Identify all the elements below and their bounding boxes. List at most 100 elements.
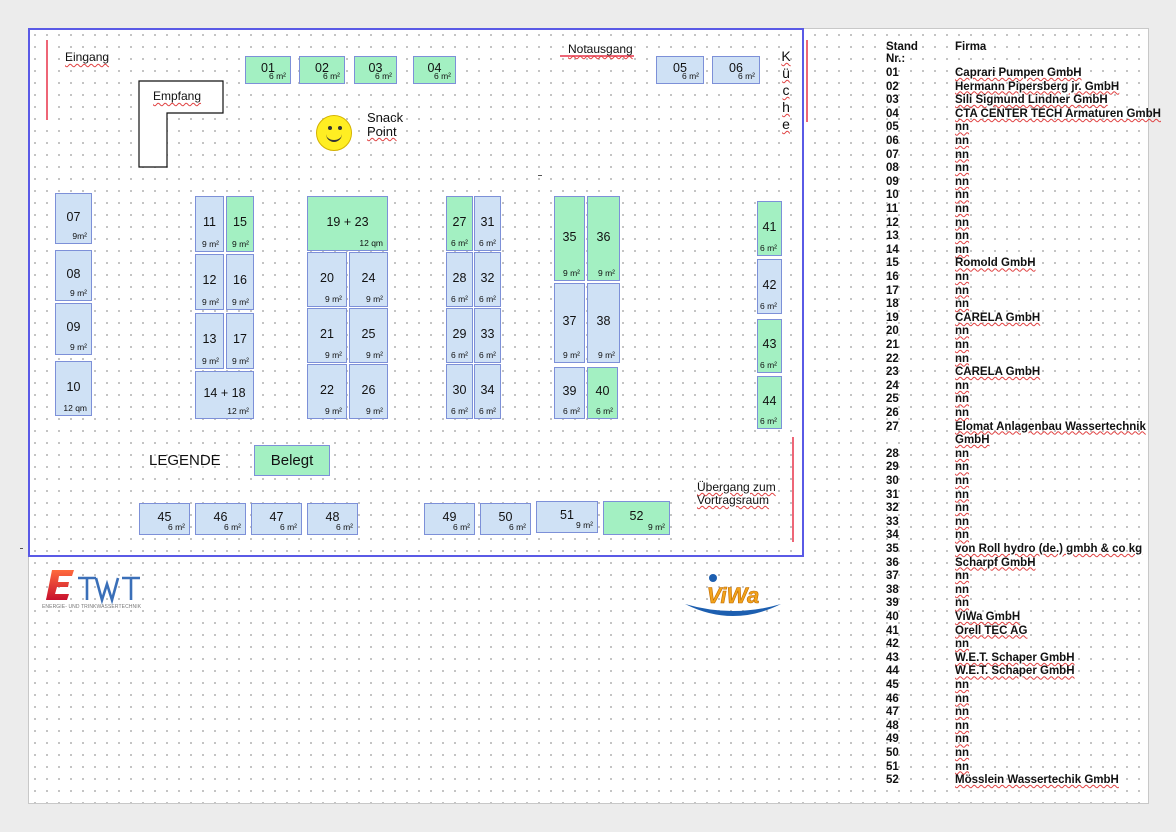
list-stand-number: 34 [886, 529, 899, 542]
list-company-name: nn [955, 203, 970, 215]
stand-number: 05 [673, 61, 687, 75]
stand-number: 47 [269, 510, 284, 524]
stand-number: 31 [480, 214, 495, 229]
stand-size: 6 m² [269, 71, 286, 81]
stand-number: 43 [762, 337, 777, 351]
etwt-logo-mark [46, 570, 140, 605]
stand-number: 24 [361, 270, 376, 285]
list-company-name: nn [955, 461, 970, 474]
list-company-name: nn [955, 148, 970, 161]
stand-size: 6 m² [323, 71, 340, 81]
stand-size: 6 m² [563, 406, 580, 416]
stray-mark [538, 175, 542, 176]
stand-number: 10 [66, 379, 81, 394]
stand-number: 30 [452, 382, 467, 397]
stand-number: 40 [595, 384, 610, 398]
stand-size: 9 m² [325, 406, 342, 416]
list-company-name: Hermann Pipersberg jr. GmbH [955, 80, 1120, 93]
stand-number: 50 [498, 510, 513, 524]
stand-number: 01 [261, 61, 275, 75]
kitchen-marker [806, 40, 808, 122]
stand-size: 9 m² [202, 297, 219, 307]
list-company-name: nn [955, 243, 970, 256]
list-stand-number: 26 [886, 407, 899, 419]
list-stand-number: 07 [886, 148, 899, 161]
list-stand-number: 33 [886, 515, 899, 528]
stand-size: 6 m² [479, 294, 496, 304]
stand-size: 9 m² [598, 350, 615, 360]
stand-size: 9 m² [325, 350, 342, 360]
list-company-name: nn [955, 162, 970, 175]
stand-size: 6 m² [479, 406, 496, 416]
stand-size: 9 m² [563, 350, 580, 360]
list-company-name: CARELA GmbH [955, 366, 1041, 379]
list-stand-number: 04 [886, 107, 899, 120]
list-stand-number: 02 [886, 80, 899, 93]
stand-number: 32 [480, 270, 495, 285]
list-stand-number: 03 [886, 94, 899, 107]
stand-number: 06 [729, 61, 743, 75]
stand-size: 6 m² [760, 416, 777, 426]
list-company-name: nn [955, 570, 970, 583]
list-stand-number: 49 [886, 733, 899, 746]
list-company-name: W.E.T. Schaper GmbH [955, 665, 1075, 678]
viwa-logo-mark: ViWa [685, 574, 781, 616]
stand-size: 6 m² [509, 522, 526, 532]
list-stand-number: 30 [886, 475, 899, 487]
emergency-exit-label: Notausgang [568, 42, 633, 56]
reception-counter [138, 80, 224, 168]
stand-size: 9 m² [366, 350, 383, 360]
stand-number: 34 [480, 382, 495, 397]
list-stand-number: 13 [886, 230, 899, 243]
stand-size: 9 m² [563, 268, 580, 278]
list-stand-number: 16 [886, 271, 899, 283]
legend-title: LEGENDE [149, 452, 221, 469]
list-stand-number: 36 [886, 556, 899, 569]
stand-size: 6 m² [280, 522, 297, 532]
reception-label: Empfang [153, 89, 202, 103]
stand-number: 02 [315, 61, 329, 75]
list-company-name: nn [955, 502, 970, 515]
transition-label: Übergang zum Vortragsraum [697, 480, 776, 507]
stand-number: 14 + 18 [203, 386, 246, 400]
stray-mark [20, 548, 23, 549]
list-company-name: Caprari Pumpen GmbH [955, 67, 1082, 79]
list-stand-number: 38 [886, 583, 899, 596]
list-company-name: nn [955, 638, 970, 651]
list-company-name: CTA CENTER TECH Armaturen GmbH [955, 107, 1161, 120]
stand-number: 27 [452, 214, 467, 229]
stand-number: 42 [762, 277, 777, 292]
list-stand-number: 31 [886, 488, 899, 501]
list-stand-number: 27 [886, 420, 899, 433]
list-company-name: nn [955, 407, 970, 419]
stand-size: 6 m² [451, 294, 468, 304]
list-company-name: W.E.T. Schaper GmbH [955, 651, 1075, 664]
list-company-name: nn [955, 692, 970, 705]
legend-booked-swatch: Belegt [254, 445, 330, 476]
stand-size: 12 qm [359, 238, 383, 248]
stand-number: 41 [762, 219, 777, 234]
stand-size: 9 m² [232, 239, 249, 249]
list-stand-number: 29 [886, 461, 899, 474]
list-stand-number: 52 [886, 774, 899, 787]
list-company-name: nn [955, 216, 970, 229]
stand-size: 6 m² [375, 71, 392, 81]
stand-size: 6 m² [451, 350, 468, 360]
